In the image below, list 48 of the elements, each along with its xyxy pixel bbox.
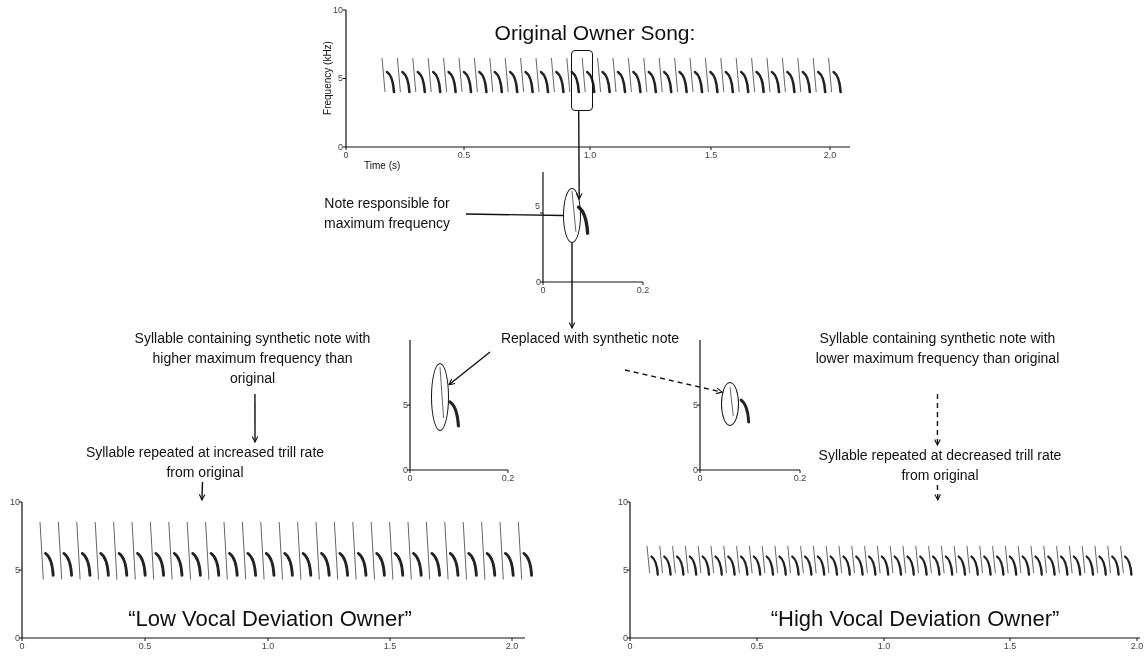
tick-label: 10 [10, 497, 20, 507]
arrow [934, 393, 941, 446]
axis-title: Frequency (kHz) [322, 41, 334, 115]
arrow [198, 481, 206, 501]
tick-label: 0 [623, 633, 628, 643]
tick-label: 0.2 [501, 473, 515, 483]
arrow [624, 369, 723, 395]
annotation-text: Syllable repeated at decreased trill rate from original [810, 445, 1070, 485]
tick-label: 5 [693, 400, 698, 410]
tick-label: 5 [535, 201, 540, 211]
tick-label: 1.0 [583, 150, 597, 160]
tick-label: 0 [536, 277, 541, 287]
tick-label: 0.5 [457, 150, 471, 160]
tick-label: 0 [540, 285, 546, 295]
arrow [251, 393, 259, 443]
annotation-text: Note responsible for maximum frequency [308, 193, 466, 235]
tick-label: 5 [403, 400, 408, 410]
tick-label: 0.2 [636, 285, 650, 295]
panel-title: Original Owner Song: [494, 21, 696, 45]
tick-label: 0 [338, 142, 343, 152]
arrow [568, 242, 576, 329]
tick-label: 5 [338, 73, 343, 83]
panel-title: “High Vocal Deviation Owner” [770, 606, 1060, 632]
tick-label: 0 [407, 473, 413, 483]
tick-label: 10 [333, 5, 343, 15]
tick-label: 1.5 [704, 150, 718, 160]
tick-label: 0 [697, 473, 703, 483]
selection-box [571, 50, 593, 111]
arrow [448, 351, 491, 386]
tick-label: 2.0 [823, 150, 837, 160]
arrow [934, 484, 942, 501]
tick-label: 5 [623, 565, 628, 575]
tick-label: 0 [15, 633, 20, 643]
tick-label: 2.0 [1130, 641, 1144, 651]
tick-label: 0.2 [793, 473, 807, 483]
leader-line [465, 213, 564, 217]
annotation-text: Syllable repeated at increased trill rate from original [80, 442, 330, 482]
annotation-text: Syllable containing synthetic note with lower maximum frequency than original [815, 328, 1060, 394]
axis-title: Time (s) [364, 160, 401, 172]
tick-label: 0 [693, 465, 698, 475]
panel-title: “Low Vocal Deviation Owner” [128, 606, 412, 632]
annotation-text: Syllable containing synthetic note with higher maximum frequency than original [130, 328, 375, 394]
tick-label: 0 [403, 465, 408, 475]
tick-label: 0 [343, 150, 349, 160]
tick-label: 10 [618, 497, 628, 507]
tick-label: 5 [15, 565, 20, 575]
arrow [575, 110, 583, 200]
annotation-text: Replaced with synthetic note [490, 328, 690, 370]
